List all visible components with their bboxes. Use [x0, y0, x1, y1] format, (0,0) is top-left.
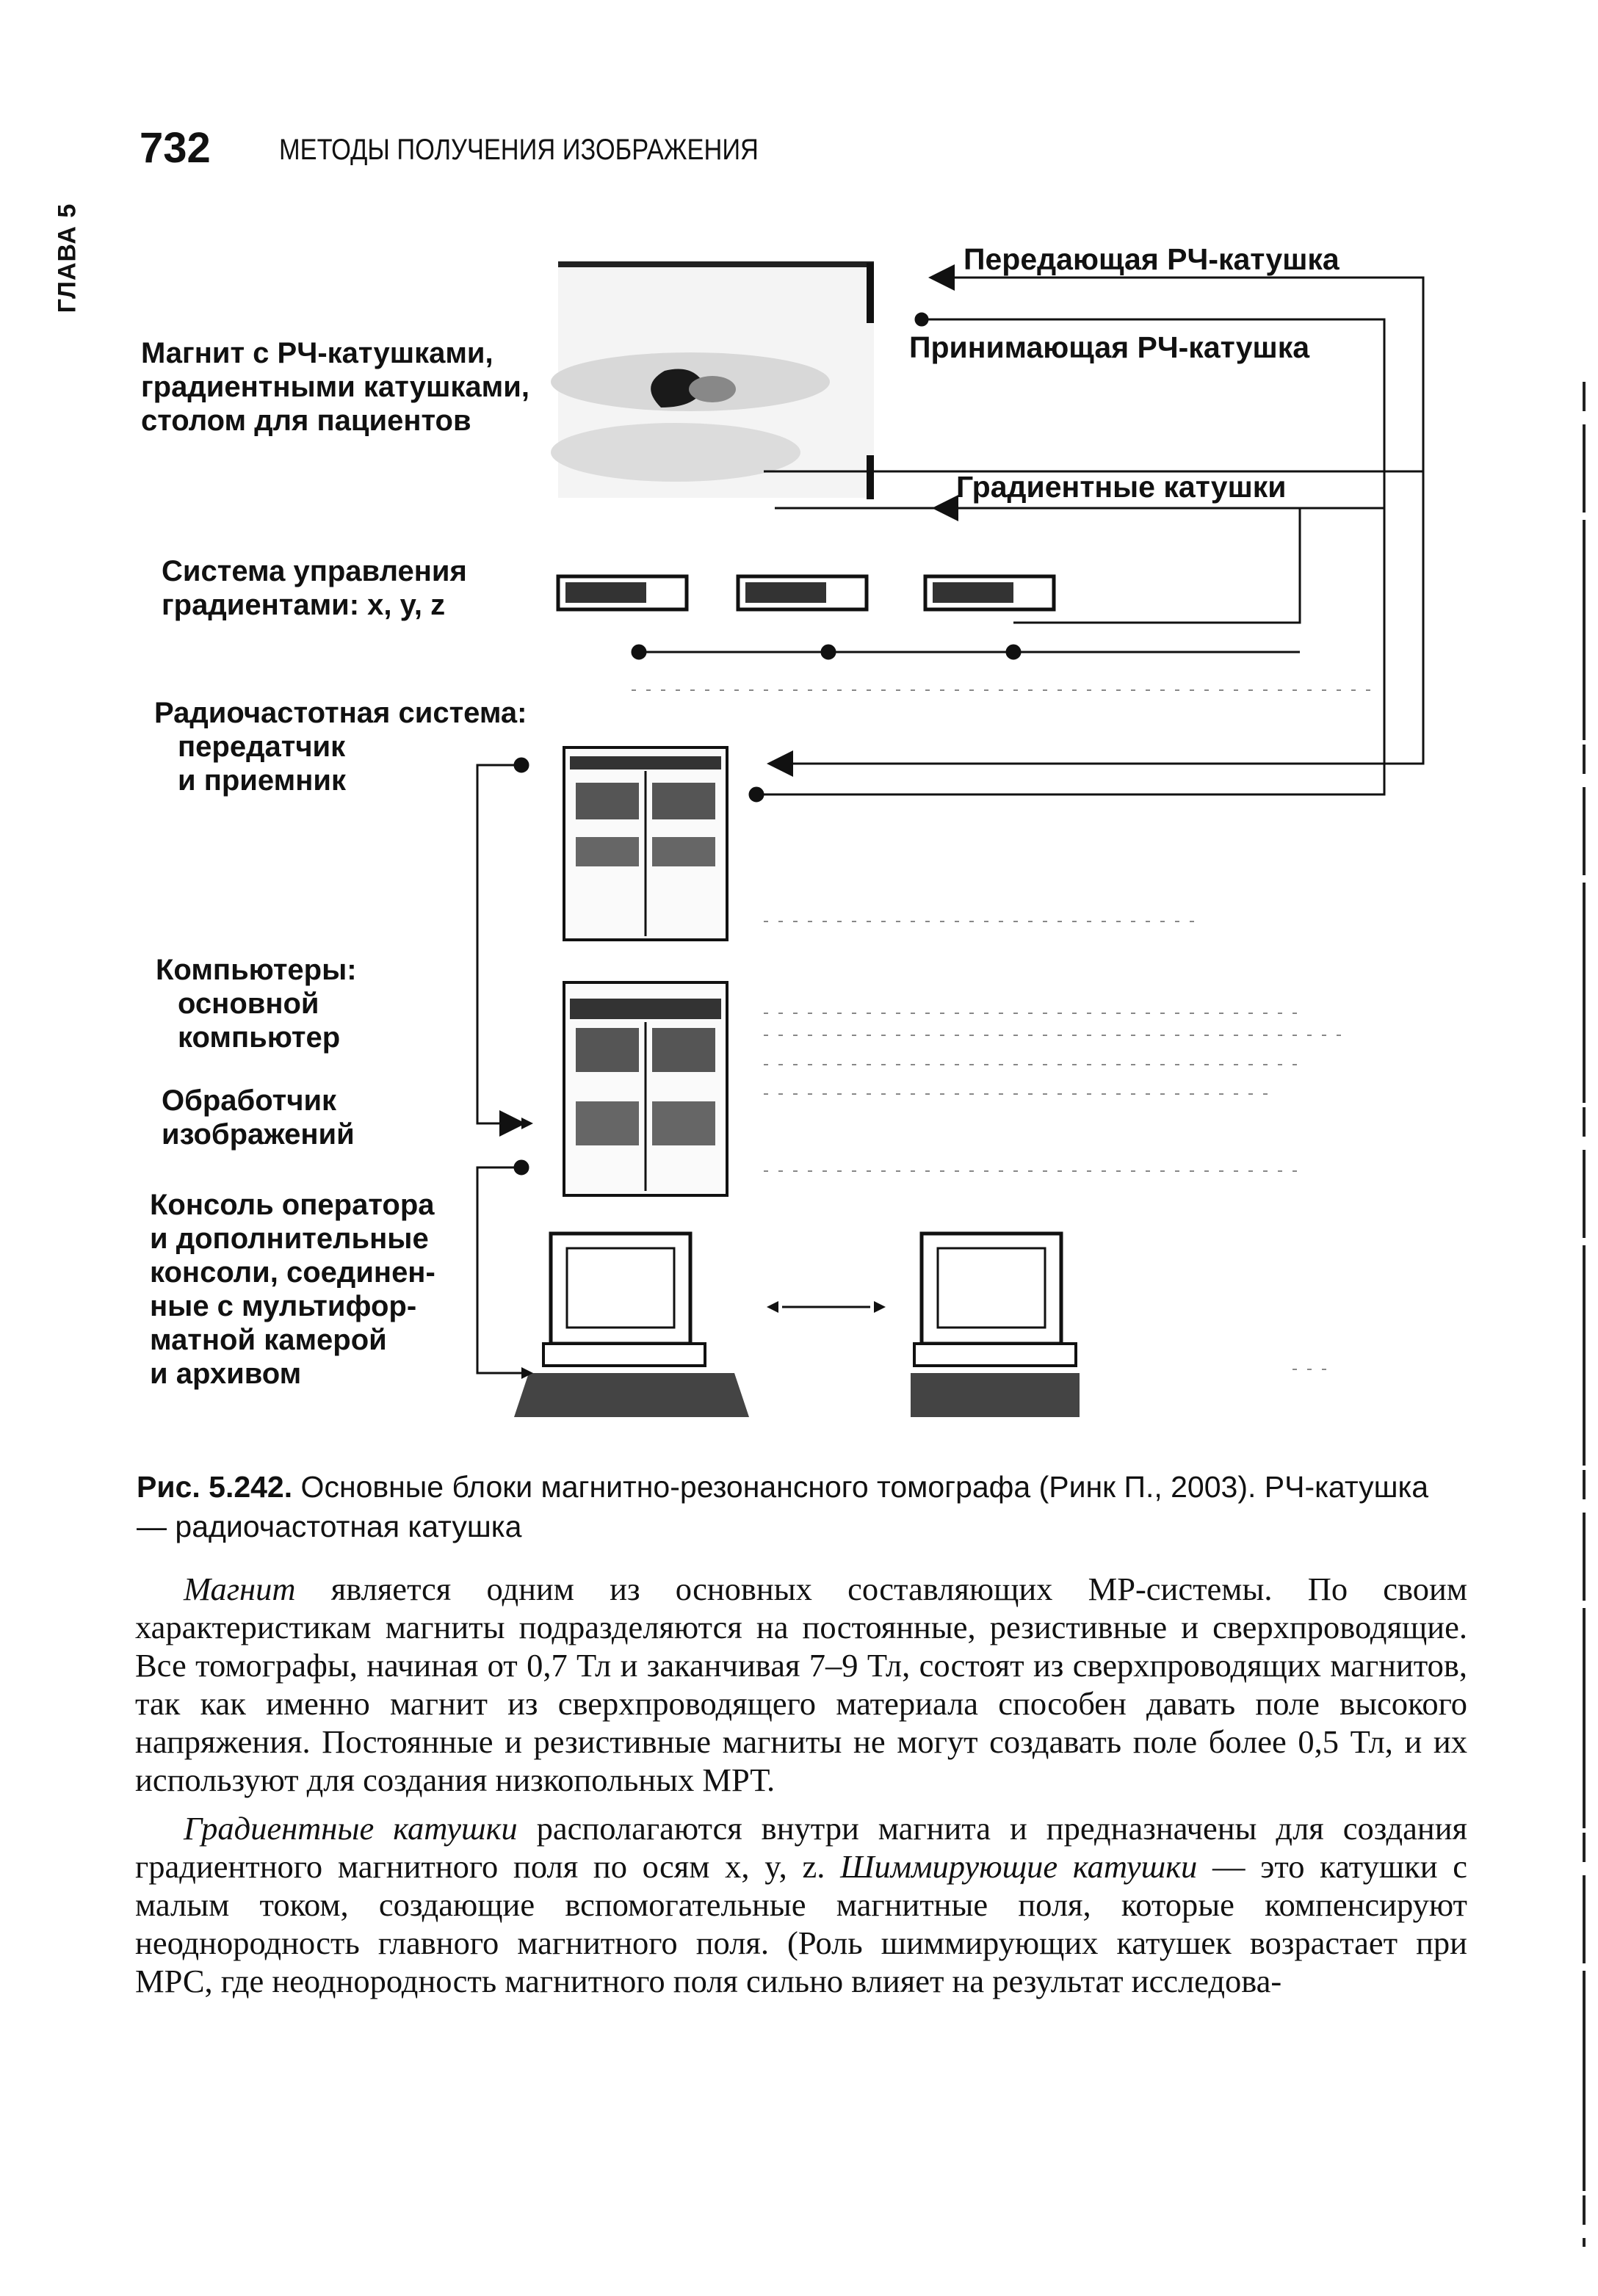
rf-system-cabinet: [563, 746, 728, 941]
operator-console-workstation: [514, 1231, 749, 1417]
label-image-processor: Обработчик изображений: [162, 1084, 355, 1151]
page-number: 732: [140, 124, 211, 172]
running-title: МЕТОДЫ ПОЛУЧЕНИЯ ИЗОБРАЖЕНИЯ: [279, 134, 759, 166]
term-gradient-coils: Градиентные катушки: [184, 1810, 518, 1847]
label-computers-main: основной компьютер: [178, 988, 341, 1054]
chapter-label: ГЛАВА 5: [46, 195, 90, 320]
paragraph-gradient-text-a: располагаются внутри магнита и предназна…: [135, 1810, 1467, 1885]
term-shim-coils: Шиммирующие катушки: [840, 1848, 1198, 1885]
label-console: Консоль оператора и дополнительные консо…: [150, 1189, 435, 1390]
mri-block-diagram: Магнит с РЧ-катушками, градиентными кату…: [132, 242, 1513, 1439]
label-gradient-control: Система управления градиентами: x, y, z: [162, 555, 467, 621]
label-transmit-coil: Передающая РЧ-катушка: [964, 242, 1340, 276]
gradient-amplifier-units: [556, 574, 1056, 612]
caption-number: Рис. 5.242.: [137, 1470, 293, 1504]
computer-cabinet: [563, 981, 728, 1197]
label-magnet: Магнит с РЧ-катушками, градиентными кату…: [141, 337, 529, 437]
label-gradient-coils: Градиентные катушки: [956, 470, 1287, 504]
magnet-illustration: [551, 261, 874, 499]
paragraph-magnet: Магнит является одним из основных состав…: [135, 1570, 1467, 1799]
label-rf-system-title: Радиочастотная система:: [154, 697, 527, 729]
body-text: Магнит является одним из основных состав…: [135, 1570, 1467, 2010]
paragraph-gradient-coils: Градиентные катушки располагаются внутри…: [135, 1809, 1467, 2000]
label-rf-system-items: передатчик и приемник: [178, 731, 346, 797]
paragraph-magnet-text: является одним из основных составляющих …: [135, 1571, 1467, 1798]
term-magnet: Магнит: [184, 1571, 296, 1607]
caption-text: Основные блоки магнитно-резонансного том…: [137, 1470, 1429, 1543]
paragraph-gradient-text-b: — это катушки с малым током, создающие в…: [135, 1848, 1467, 1999]
label-receive-coil: Принимающая РЧ-катушка: [909, 330, 1310, 364]
connection-lines: [476, 264, 1425, 1375]
label-computers-title: Компьютеры:: [156, 954, 357, 986]
figure-caption: Рис. 5.242. Основные блоки магнитно-резо…: [137, 1467, 1466, 1546]
additional-console-workstation: [911, 1231, 1080, 1417]
chapter-label-text: ГЛАВА 5: [53, 203, 82, 313]
dotted-guides: [632, 689, 1381, 1370]
scan-edge-artifact: [1583, 382, 1586, 2247]
diagram-graphics: [476, 261, 1425, 1417]
